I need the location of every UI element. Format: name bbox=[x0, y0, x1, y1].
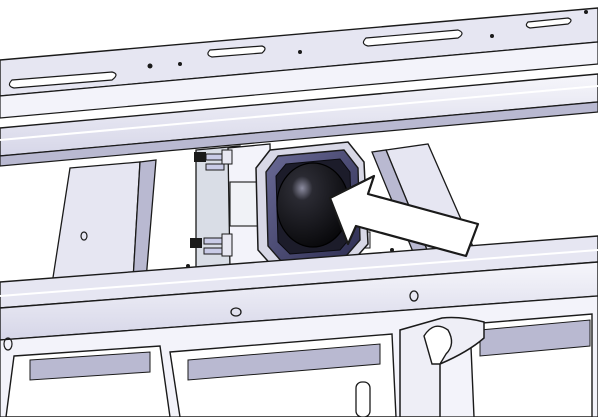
top-frame bbox=[0, 7, 598, 119]
keyhole-slot bbox=[423, 325, 453, 365]
frame-slot bbox=[525, 17, 572, 29]
brace-hole bbox=[80, 231, 88, 241]
frame-bolt bbox=[186, 264, 190, 268]
keyhole-tab bbox=[355, 316, 485, 417]
frame-bolt bbox=[390, 248, 394, 252]
frame-slot bbox=[207, 45, 266, 58]
upper-crossbar bbox=[0, 73, 598, 167]
stud-top-left bbox=[194, 149, 233, 165]
frame-bolt bbox=[298, 50, 302, 54]
crossbar-hole bbox=[409, 290, 419, 302]
crossbar-hole bbox=[230, 307, 242, 317]
frame-slot bbox=[8, 71, 117, 89]
frame-bolt bbox=[147, 63, 153, 69]
lower-crossbar bbox=[0, 235, 598, 341]
frame-slot bbox=[362, 29, 463, 47]
frame-bolt bbox=[178, 62, 182, 66]
callout-arrow bbox=[328, 174, 480, 258]
frame-bolt bbox=[584, 10, 588, 14]
left-brace bbox=[51, 159, 157, 285]
frame-bolt bbox=[490, 34, 494, 38]
stud-mid-left bbox=[205, 163, 225, 171]
stud-bottom-left bbox=[190, 233, 233, 257]
